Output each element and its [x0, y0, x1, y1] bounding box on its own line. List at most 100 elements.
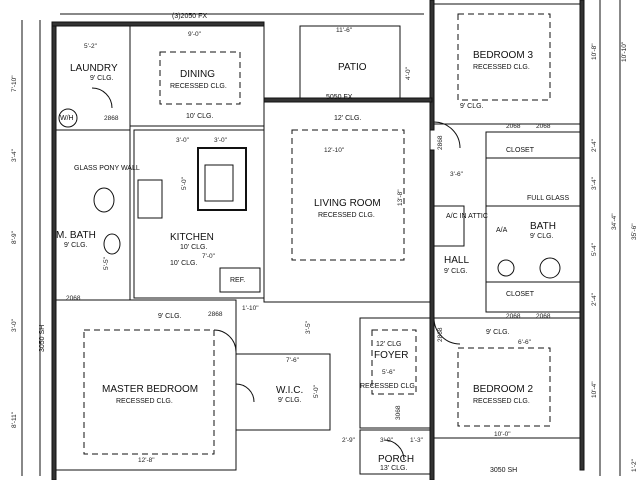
dim-label: 5'-6"	[382, 369, 396, 376]
foyer-ceiling: RECESSED CLG.	[360, 383, 417, 390]
dim-label: 3068	[395, 405, 402, 420]
dim-label: 7'-10"	[11, 75, 18, 92]
living-room	[263, 101, 431, 303]
door-swing	[433, 317, 461, 345]
bedroom-2	[433, 317, 581, 439]
dim-label: 12'-8"	[138, 457, 155, 464]
dim-label: 10'-0"	[494, 431, 511, 438]
toilet	[539, 257, 561, 279]
dim-label: 2868	[208, 311, 223, 318]
clg9c-label: 9' CLG.	[486, 329, 510, 336]
clg12b-label: 12' CLG	[376, 341, 401, 348]
window-left-label: 3050 SH	[39, 325, 46, 352]
door-swing	[235, 383, 255, 403]
dim-label: 12'-10"	[324, 147, 345, 154]
dim-label: 5'-0"	[313, 384, 320, 398]
refrigerator	[219, 267, 261, 293]
sink	[103, 233, 121, 255]
dim-label: 3'-0"	[214, 137, 228, 144]
wall-north-left	[51, 21, 265, 27]
dim-label: 1'-3"	[410, 437, 424, 444]
dim-label: 8'-11"	[11, 411, 18, 428]
dim-label: 10'-8"	[591, 43, 598, 60]
clg10-label: 10' CLG.	[186, 113, 213, 120]
wall-east-bed3	[429, 0, 435, 131]
dim-label: 3'-4"	[591, 176, 598, 190]
closet1-label: CLOSET	[506, 147, 535, 154]
master-bath	[55, 129, 131, 301]
foyer-recess	[371, 329, 417, 395]
dim-label: 3'-0"	[176, 137, 190, 144]
dim-label: 3'-5"	[305, 320, 312, 334]
wall-east	[579, 0, 585, 471]
bath-ceiling: 9' CLG.	[530, 233, 554, 240]
dim-label: 5'-5"	[103, 256, 110, 270]
laundry-ceiling: 9' CLG.	[90, 75, 114, 82]
door-swing	[383, 439, 405, 461]
range	[137, 179, 163, 219]
porch-label: PORCH	[378, 454, 414, 465]
wall-west	[51, 21, 57, 480]
clg12-label: 12' CLG.	[334, 115, 361, 122]
ah-label: A/A	[496, 227, 508, 234]
dim-label: 1'-2"	[631, 458, 638, 472]
dim-label: 2'-9"	[342, 437, 356, 444]
dim-label: 10'-4"	[591, 381, 598, 398]
kitchen-sink	[204, 164, 234, 202]
dining-recess	[159, 51, 241, 105]
dim-label: 2068	[536, 123, 551, 130]
dim-label: 34'-4"	[611, 213, 618, 230]
full-glass-label: FULL GLASS	[527, 195, 569, 202]
dim-label: 2868	[437, 135, 444, 150]
door-swing	[91, 87, 113, 109]
master-label: MASTER BEDROOM	[102, 384, 198, 395]
clg9a-label: 9' CLG.	[460, 103, 484, 110]
window-bottom-label: 3050 SH	[490, 467, 517, 474]
foyer-label: FOYER	[374, 350, 408, 361]
ac-closet	[433, 205, 465, 247]
water-heater	[58, 108, 78, 128]
dim-label: 5'-2"	[84, 43, 98, 50]
living-ceiling: RECESSED CLG.	[318, 212, 375, 219]
kitchen-label: KITCHEN	[170, 232, 214, 243]
door-swing	[213, 329, 237, 353]
bedroom2-label: BEDROOM 2	[473, 384, 533, 395]
dim-label: 2068	[66, 295, 81, 302]
dim-label: 7'-0"	[202, 253, 216, 260]
dim-label: 5'-0"	[181, 176, 188, 190]
toilet	[93, 187, 115, 213]
ref-label: REF.	[230, 277, 245, 284]
dim-label: 7'-6"	[286, 357, 300, 364]
dim-label: 6'-6"	[518, 339, 532, 346]
bedroom-3-recess	[457, 13, 551, 101]
dim-label: 13'-8"	[397, 189, 404, 206]
bedroom2-ceiling: RECESSED CLG.	[473, 398, 530, 405]
mbath-ceiling: 9' CLG.	[64, 242, 88, 249]
clg10b-label: 10' CLG.	[170, 260, 197, 267]
dim-label: 2'-4"	[591, 138, 598, 152]
dining-ceiling: RECESSED CLG.	[170, 83, 227, 90]
dim-label: 3'-0"	[380, 437, 394, 444]
dim-label: 3'-6"	[450, 171, 464, 178]
bath-room	[485, 205, 581, 283]
dim-label: 1'-10"	[242, 305, 259, 312]
dim-label: 2868	[104, 115, 119, 122]
foyer	[359, 317, 431, 429]
walk-in-closet	[235, 353, 331, 431]
dim-label: 5'-4"	[591, 242, 598, 256]
door-swing	[433, 121, 461, 149]
bedroom3-ceiling: RECESSED CLG.	[473, 64, 530, 71]
master-recess	[83, 329, 215, 455]
wall-hall-left	[429, 149, 435, 480]
hall-label: HALL	[444, 255, 469, 266]
dim-label: 2068	[536, 313, 551, 320]
porch	[359, 429, 431, 475]
dim-label: 4'-0"	[405, 66, 412, 80]
wic-ceiling: 9' CLG.	[278, 397, 302, 404]
patio	[299, 25, 401, 99]
kitchen-island	[197, 147, 247, 211]
bath-label: BATH	[530, 221, 556, 232]
bedroom3-label: BEDROOM 3	[473, 50, 533, 61]
